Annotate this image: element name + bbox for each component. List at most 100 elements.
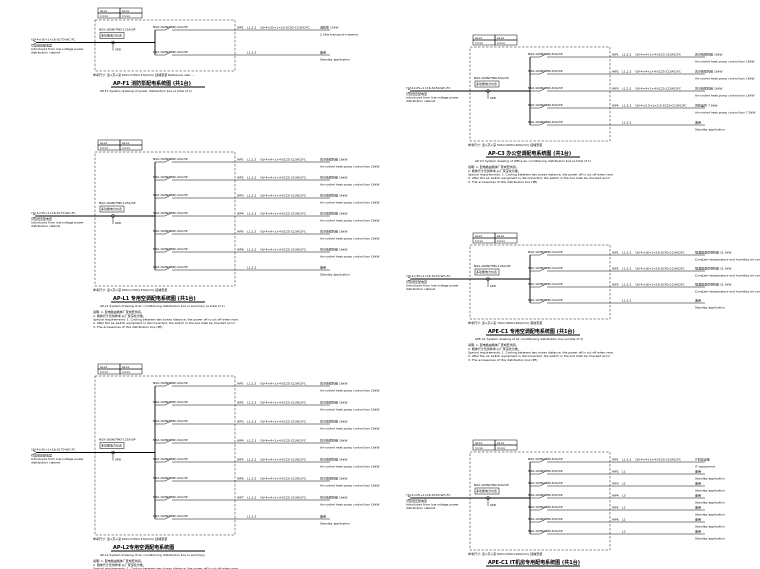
branch-breaker-label: NSX-100N/TMD-32A/3P [153,495,188,499]
circuit-cable: YJV-4×16+1×16-SC40-CC/WC/FC [635,251,685,255]
circuit-desc: Standby application [695,513,725,517]
diagram-subtitle: AP-F1 System drawing of power distributi… [100,89,192,93]
circuit-load: 风冷热泵机组 16kW [320,193,348,198]
header-cell-label: 1×xx [475,446,483,450]
header-cell [119,368,143,375]
main-breaker-label: NSX-160N/TMD-125A/3P [99,438,136,442]
circuit-load: 备用 [695,120,701,125]
circuit-id: WP4 [237,212,244,216]
branch-breaker-label: NSX-100N/TMD-32A/3P [153,193,188,197]
box-outline [469,244,611,320]
circuit-id: WP5 [237,230,244,234]
circuit-id: WP1 [612,53,619,57]
spd-label: SPD [115,48,122,52]
circuit-desc: Air-cooled heat pump control box 16kW [695,60,754,64]
circuit-id: WP4 [612,104,619,108]
incoming-note: 引自低压配电室 [31,453,52,458]
circuit-load: 风冷热泵机组 16kW [695,52,723,57]
circuit-desc: Air-cooled heat pump control box 16kW [320,484,379,488]
notes-line: 2. 箱体尺寸仅供参考,以厂家深化为准。 [468,346,521,351]
breaker-contact-icon [164,458,172,463]
meter-label: 多功能电力仪表 [476,269,497,274]
branch-breaker-label: NSX-100N/TMD-63A/3P [528,481,563,485]
circuit-cable: YJV-4×4+1×4-SC25-CC/WC/FC [635,458,681,462]
notes-title: 说明: 1. 配电箱由箱体厂家成套供货。 [468,164,519,169]
circuit-phase: L1,2,3 [622,458,631,462]
circuit-id: WP3 [612,283,619,287]
incoming-cable: YJV-4×35+1×16-SC70-WC-FC [31,211,76,215]
circuit-load: 备用 [320,265,326,270]
circuit-desc: Constant temperature and humidity air co… [695,274,760,278]
notes-line: Special requirements: 1. Cooling between… [468,351,613,355]
circuit-desc: Standby application [320,273,350,277]
circuit-load: 风冷热泵机组 16kW [320,419,348,424]
breaker-contact-icon [539,70,547,75]
main-breaker-label: NSX-160N/TMD-125A/3P [474,264,511,268]
circuit-desc: Standby application [320,522,350,526]
circuit-load: 备用 [695,481,701,486]
circuit-desc: Standby application [695,501,725,505]
breaker-contact-icon [539,518,547,523]
circuit-cable: YJV-4×4+1×4-SC25-CC/WC/FC [260,212,306,216]
circuit-phase: L3 [622,494,626,498]
circuit-phase: L1,2,3 [622,267,631,271]
breaker-contact-icon [539,494,547,499]
distribution-diagram-3: ALxx1×xxALxx1×xxYJV-4×35+1×16-SC70-WC-FC… [31,363,379,569]
circuit-desc: Air-cooled heat pump control box 16kW [320,465,379,469]
circuit-desc: Air-cooled heat pump control box 16kW [695,77,754,81]
notes-line: 2. After the air switch equipment is dis… [468,176,611,180]
circuit-desc: Standby application [695,537,725,541]
circuit-id: WP6 [237,248,244,252]
circuit-load: 备用 [695,517,701,522]
breaker-contact-icon [164,194,172,199]
circuit-phase: L3 [622,530,626,534]
box-size-note: 参考尺寸: 宽×高×深 600×1700×370(mm) 挂墙安装 [93,536,167,541]
distribution-diagram-2: ALxx1×xxALxx1×xxYJV-4×35+1×16-SC70-WC-FC… [31,139,379,329]
branch-breaker-label: NSX-100N/TMD-32A/3P [153,157,188,161]
box-outline [469,46,611,142]
branch-breaker-label: NSX-100N/TMD-32A/3P [528,298,563,302]
header-cell-label: 1×xx [100,14,108,18]
incoming-cable: YJV-4×35+1×16-SC70-WC-FC [31,448,76,452]
circuit-id: WP3 [237,420,244,424]
breaker-contact-icon [164,176,172,181]
branch-breaker-label: NSX-100N/TMD-63A/3P [528,103,563,107]
circuit-desc: Air-cooled heat pump control box 16kW [320,446,379,450]
header-cell-label: 1×xx [100,146,108,150]
branch-breaker-label: NSX-100N/TMD-63A/3P [528,69,563,73]
circuit-desc: 2.2Kw transport+reserve [320,33,358,37]
header-cell-label: ALxx [100,141,107,145]
circuit-phase: L1,2,3 [247,26,256,30]
circuit-load: 风机盘管 7.5kW [695,103,717,108]
circuit-cable: YJV-4×16+1×16-SC40-CC/WC/FC [635,283,685,287]
incoming-cable: YJV-4×35+1×16-SC70-WC-FC [406,274,451,278]
circuit-cable: YJV-4×4+1×4-SC25-CC/WC/FC [260,477,306,481]
circuit-desc: Air-cooled heat pump control box 16kW [320,255,379,259]
incoming-note: Introduced from low-voltage power [31,47,84,51]
breaker-contact-icon [164,420,172,425]
breaker-contact-icon [164,401,172,406]
circuit-load: 风冷热泵机组 16kW [320,157,348,162]
breaker-contact-icon [539,53,547,58]
spd-label: SPD [490,284,497,288]
incoming-note: distribution cabinet [406,287,436,291]
circuit-load: 备用 [695,493,701,498]
branch-breaker-label: NSX-100N/TMD-63A/3P [528,86,563,90]
branch-breaker-label: NSX-100N/TMD-63A/3P [528,493,563,497]
box-outline [94,19,236,72]
diagram-subtitle: AP-L1 System drawing of air conditioning… [100,304,225,308]
notes-line: 3. The accessories of this distribution … [93,325,162,329]
